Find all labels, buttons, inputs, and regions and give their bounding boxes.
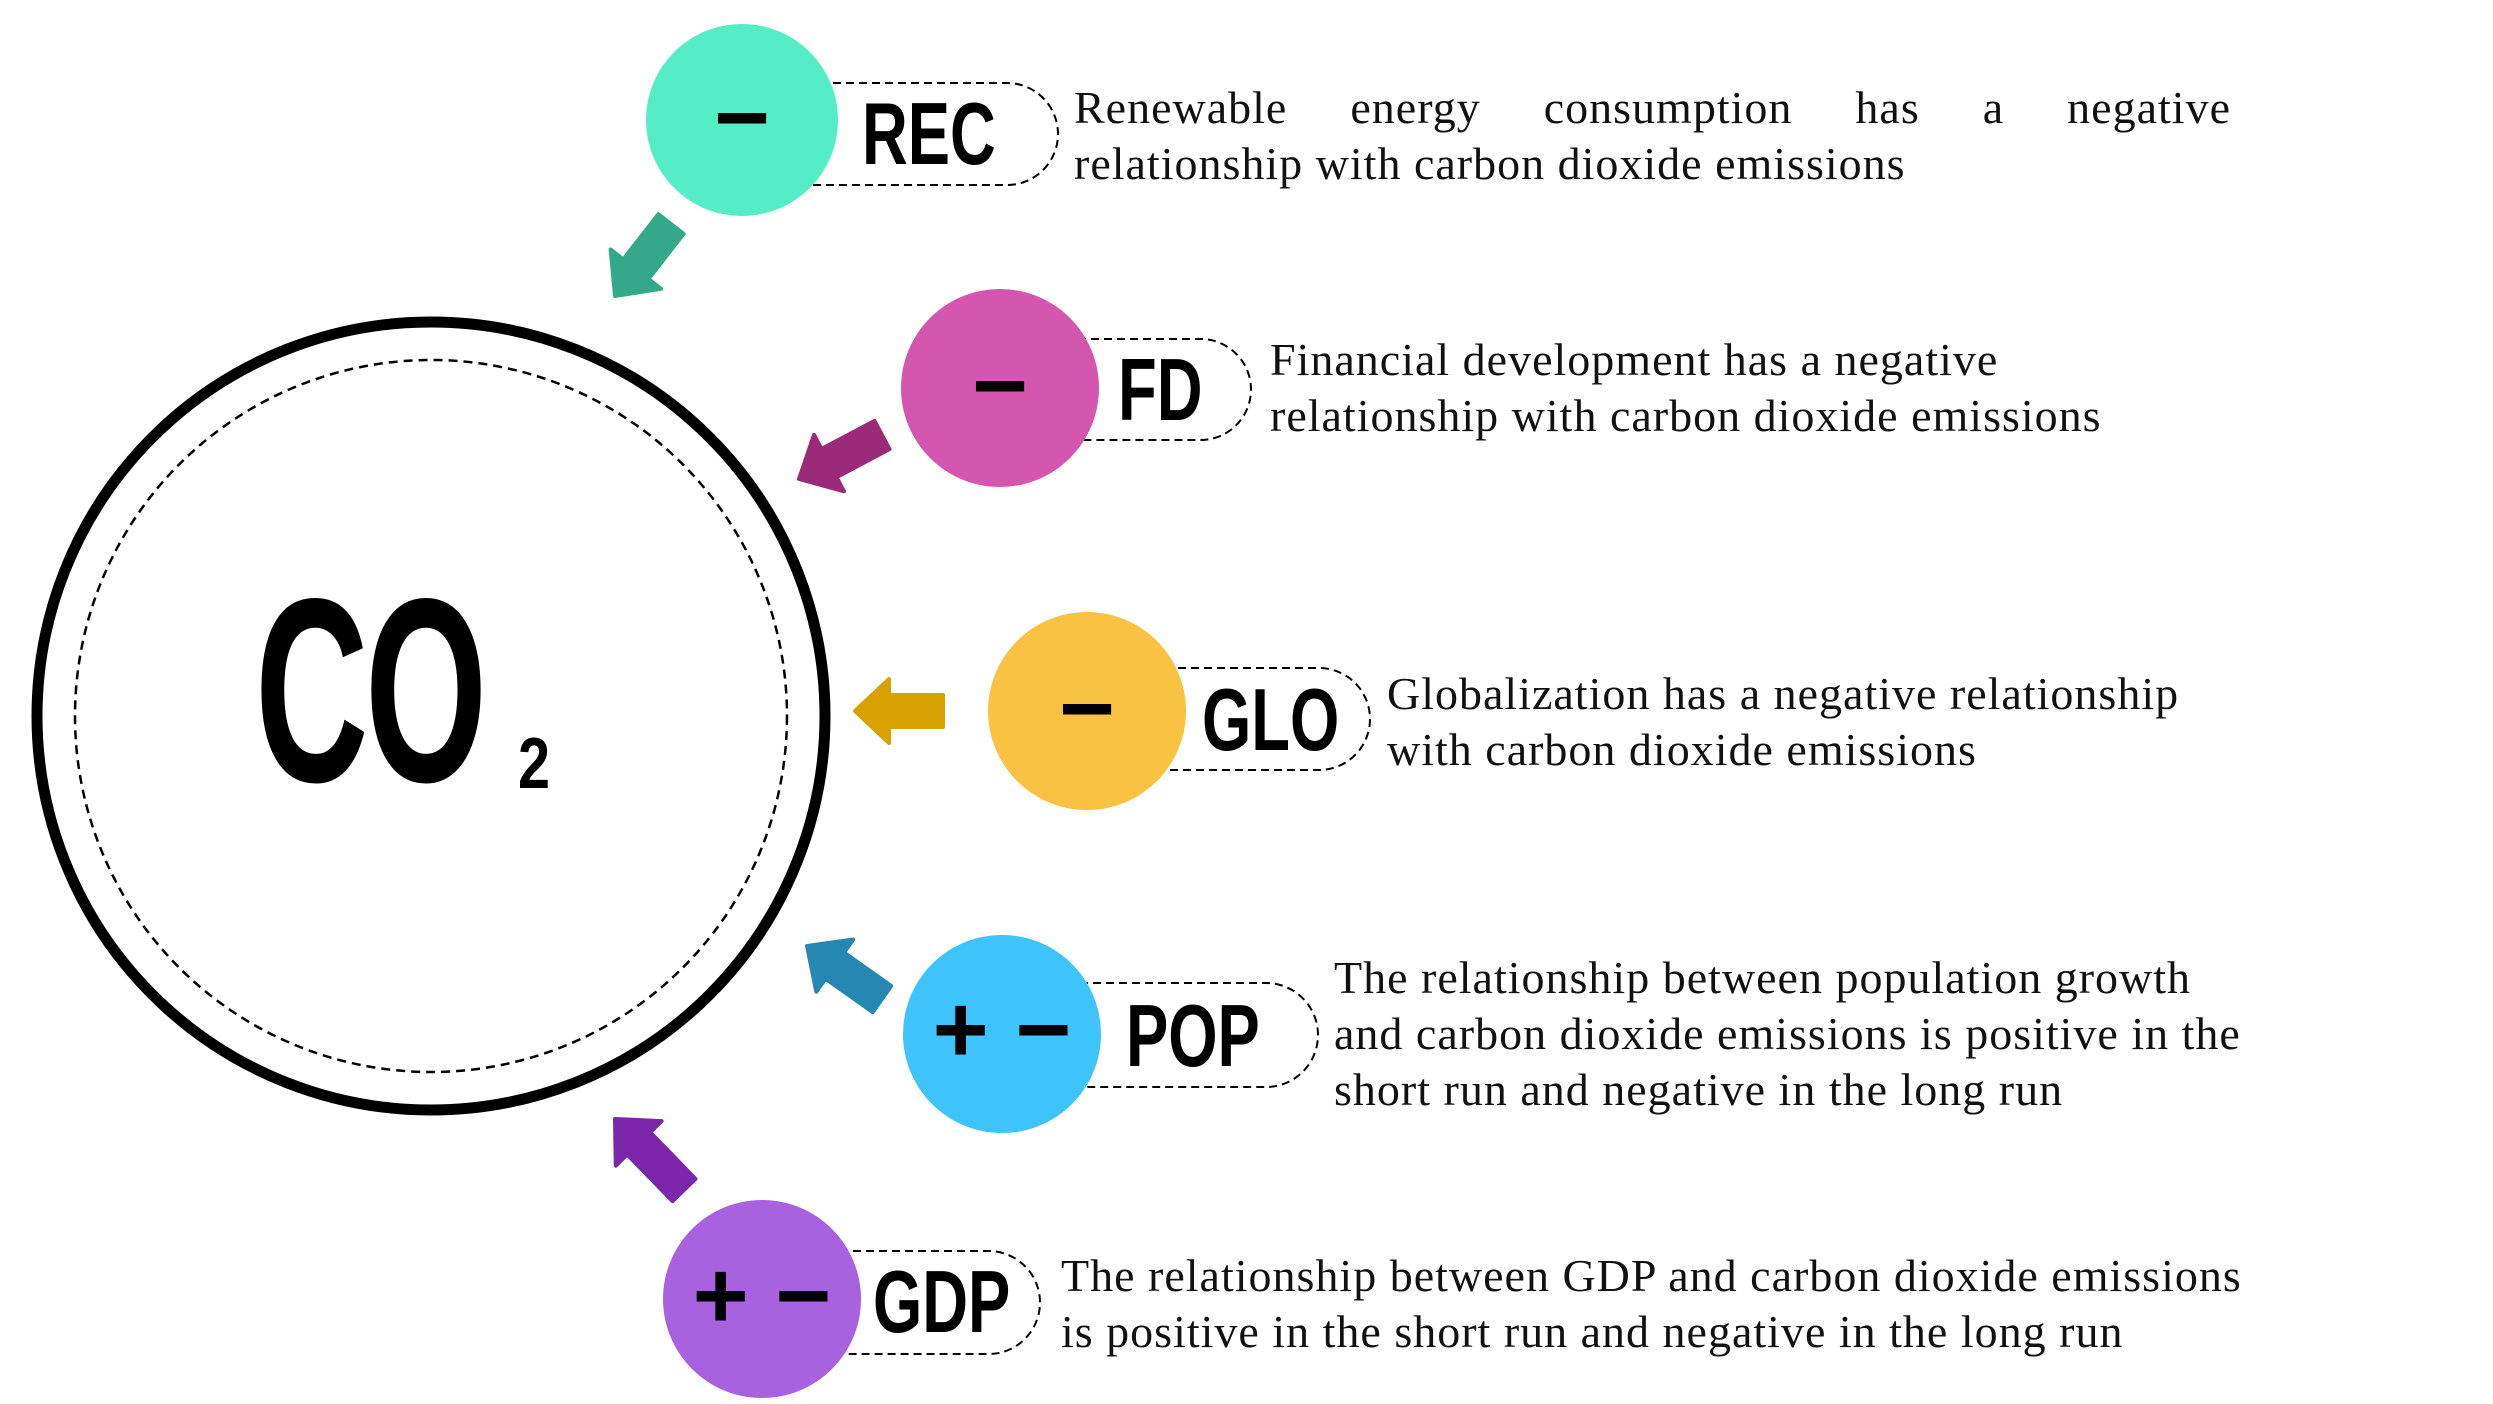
gdp-arrow-icon bbox=[612, 1117, 698, 1204]
fd-sign: − bbox=[971, 332, 1029, 439]
pop-circle bbox=[903, 935, 1101, 1133]
pop-description-line: short run and negative in the long run bbox=[1334, 1064, 2064, 1115]
rec-label-pill bbox=[742, 82, 1059, 186]
glo-description-line: Globalization has a negative relationshi… bbox=[1387, 668, 2180, 719]
glo-circle bbox=[988, 612, 1186, 810]
rec-description-line: relationship with carbon dioxide emissio… bbox=[1074, 138, 1906, 189]
pop-arrow-icon bbox=[804, 937, 894, 1015]
rec-description-line: Renewable energy consumption has a negat… bbox=[1074, 82, 2231, 133]
glo-description-line: with carbon dioxide emissions bbox=[1387, 724, 1977, 775]
pop-description: The relationship between population grow… bbox=[1334, 950, 2241, 1118]
pop-description-line: and carbon dioxide emissions is positive… bbox=[1334, 1008, 2241, 1059]
glo-sign: − bbox=[1058, 655, 1116, 762]
co2-outer-ring bbox=[31, 316, 831, 1116]
glo-label-pill bbox=[1087, 667, 1371, 771]
gdp-description: The relationship between GDP and carbon … bbox=[1061, 1248, 2242, 1360]
pop-description-line: The relationship between population grow… bbox=[1334, 952, 2192, 1003]
gdp-circle bbox=[663, 1200, 861, 1398]
co2-label: CO bbox=[255, 544, 487, 837]
fd-description-line: Financial development has a negative bbox=[1270, 334, 1999, 385]
gdp-label-pill bbox=[762, 1250, 1041, 1355]
rec-arrow-icon bbox=[608, 212, 686, 298]
co2-subscript: 2 bbox=[518, 724, 551, 804]
gdp-label: GDP bbox=[873, 1252, 1011, 1351]
fd-label-pill bbox=[1000, 338, 1252, 441]
co2-inner-dashed-ring bbox=[73, 358, 789, 1074]
fd-description-line: relationship with carbon dioxide emissio… bbox=[1270, 390, 2102, 441]
fd-arrow-icon bbox=[797, 418, 892, 494]
rec-label: REC bbox=[862, 84, 996, 183]
pop-label-pill bbox=[1002, 982, 1319, 1088]
glo-description: Globalization has a negative relationshi… bbox=[1387, 666, 2179, 778]
gdp-description-line: is positive in the short run and negativ… bbox=[1061, 1306, 2124, 1357]
fd-description: Financial development has a negative rel… bbox=[1270, 332, 2102, 444]
gdp-description-line: The relationship between GDP and carbon … bbox=[1061, 1250, 2242, 1301]
fd-circle bbox=[901, 289, 1099, 487]
pop-sign: + − bbox=[932, 976, 1072, 1083]
rec-circle bbox=[646, 24, 838, 216]
rec-description: Renewable energy consumption has a negat… bbox=[1074, 80, 2231, 192]
rec-sign: − bbox=[713, 64, 771, 171]
gdp-sign: + − bbox=[692, 1242, 832, 1349]
pop-label: POP bbox=[1126, 986, 1260, 1085]
glo-arrow-icon bbox=[853, 677, 945, 745]
glo-label: GLO bbox=[1202, 670, 1340, 769]
fd-label: FD bbox=[1118, 340, 1203, 439]
